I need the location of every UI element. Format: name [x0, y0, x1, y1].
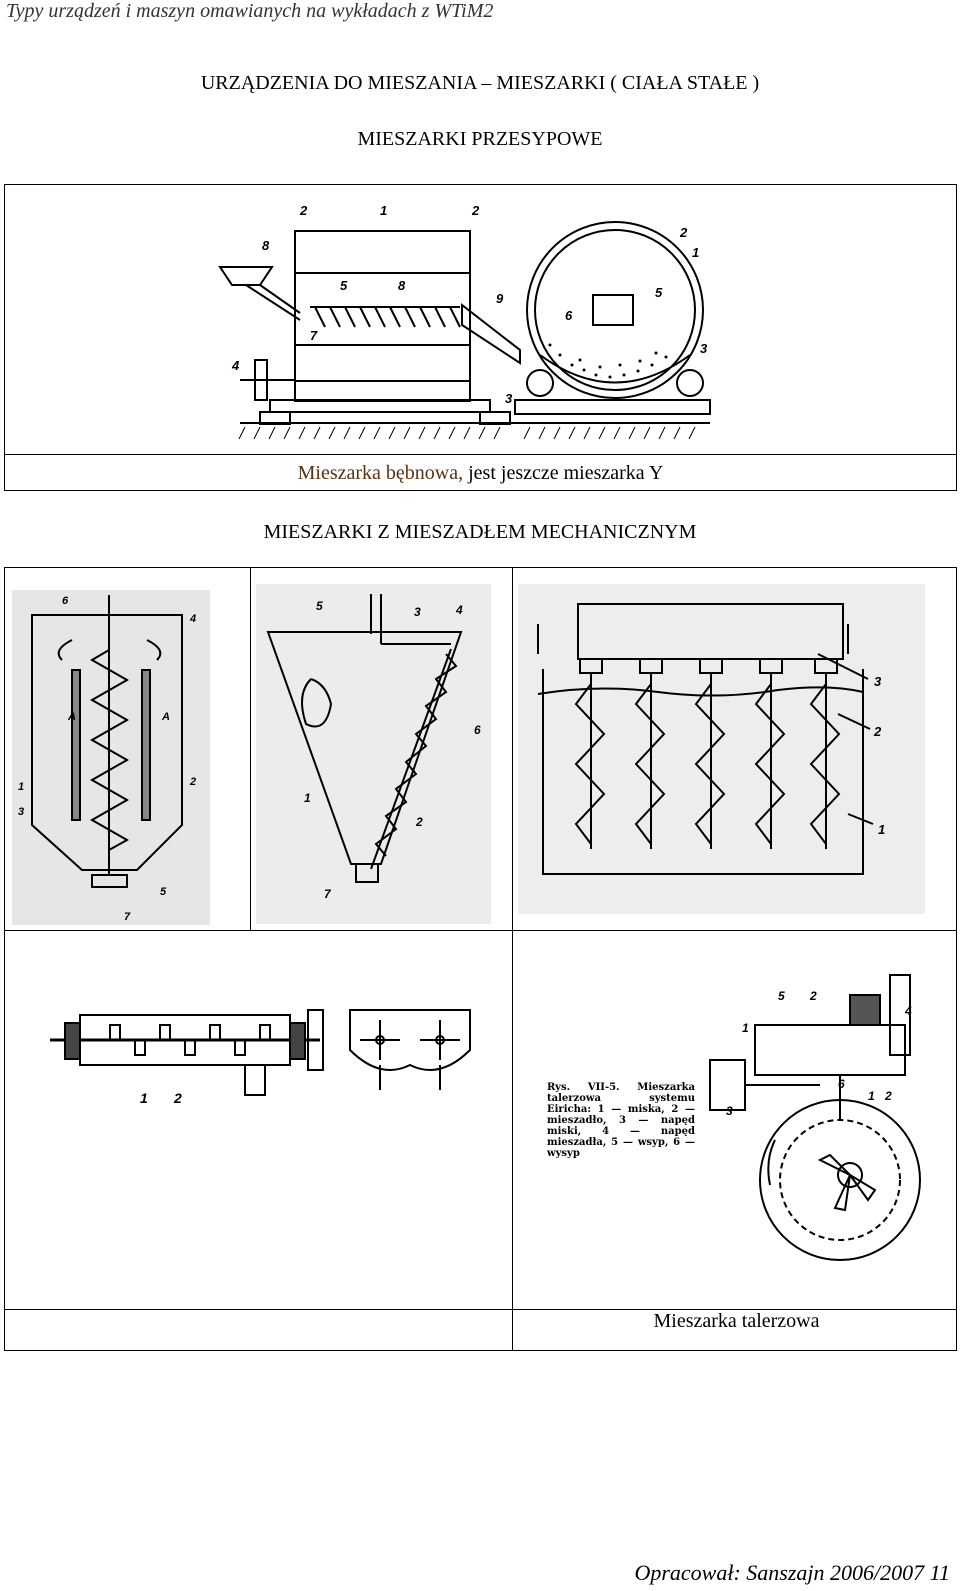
svg-text:3: 3	[874, 674, 882, 689]
drum-section	[514, 221, 711, 415]
svg-text:1: 1	[304, 791, 311, 805]
svg-text:4: 4	[904, 1004, 912, 1018]
svg-text:5: 5	[655, 285, 663, 300]
svg-text:2: 2	[809, 989, 817, 1003]
svg-text:1: 1	[140, 1090, 148, 1106]
svg-text:6: 6	[838, 1077, 845, 1091]
svg-text:6: 6	[62, 595, 69, 607]
svg-text:3: 3	[505, 391, 513, 406]
drum-caption-note: jest jeszcze mieszarka Y	[463, 462, 664, 484]
svg-text:1: 1	[692, 245, 699, 260]
page-footer: Opracował: Sanszajn 2006/2007 11	[634, 1560, 950, 1585]
caption-box-drum	[4, 454, 957, 491]
section-title-przesypowe: MIESZARKI PRZESYPOWE	[357, 128, 603, 150]
svg-text:5: 5	[160, 886, 167, 898]
svg-text:3: 3	[726, 1104, 733, 1118]
svg-text:1: 1	[868, 1089, 875, 1103]
pan-mixer-caption: Mieszarka talerzowa	[653, 1310, 820, 1332]
svg-text:2: 2	[873, 724, 882, 739]
svg-text:4: 4	[455, 603, 463, 617]
svg-text:2: 2	[471, 203, 480, 218]
svg-text:1: 1	[742, 1021, 749, 1035]
vertical-screw-mixer: 6 4 A A 2 1 3 5 7	[12, 590, 210, 925]
svg-text:9: 9	[496, 291, 504, 306]
svg-text:2: 2	[679, 225, 688, 240]
drum-body	[218, 230, 521, 425]
svg-text:7: 7	[124, 911, 131, 923]
main-title: URZĄDZENIA DO MIESZANIA – MIESZARKI ( CI…	[200, 72, 760, 94]
section-title-mechaniczne: MIESZARKI Z MIESZADŁEM MECHANICZNYM	[263, 521, 697, 543]
svg-text:8: 8	[262, 238, 270, 253]
multi-screw-mixer: 3 2 1	[518, 584, 925, 914]
conical-screw-mixer: 5 3 4 6 1 2 7	[256, 584, 491, 924]
svg-text:2: 2	[415, 815, 423, 829]
svg-text:6: 6	[565, 308, 573, 323]
svg-text:2: 2	[189, 776, 196, 788]
svg-text:8: 8	[398, 278, 406, 293]
svg-text:2: 2	[884, 1089, 892, 1103]
svg-text:5: 5	[778, 989, 785, 1003]
figure-reference-text: Rys. VII-5. Mieszarka talerzowa systemu …	[547, 1082, 695, 1159]
grid-cell-g	[512, 1309, 957, 1351]
svg-text:5: 5	[340, 278, 348, 293]
svg-text:1: 1	[18, 781, 24, 793]
drum-caption-name: Mieszarka bębnowa,	[297, 462, 464, 484]
svg-text:6: 6	[474, 723, 481, 737]
grid-cell-f	[4, 1309, 513, 1351]
svg-text:4: 4	[231, 358, 240, 373]
svg-text:2: 2	[173, 1090, 182, 1106]
svg-text:3: 3	[414, 605, 421, 619]
svg-text:4: 4	[189, 613, 196, 625]
svg-text:2: 2	[299, 203, 308, 218]
svg-text:A: A	[67, 711, 76, 723]
drum-caption: Mieszarka bębnowa, jest jeszcze mieszark…	[4, 462, 957, 485]
drum-material	[548, 343, 668, 379]
svg-text:A: A	[161, 711, 170, 723]
ground-hatch	[238, 422, 710, 440]
svg-text:1: 1	[380, 203, 387, 218]
svg-text:1: 1	[878, 822, 885, 837]
svg-text:7: 7	[310, 328, 318, 343]
page-header: Typy urządzeń i maszyn omawianych na wyk…	[6, 0, 494, 22]
svg-text:7: 7	[324, 887, 332, 901]
svg-text:3: 3	[700, 341, 708, 356]
svg-text:3: 3	[18, 806, 24, 818]
svg-text:5: 5	[316, 599, 323, 613]
